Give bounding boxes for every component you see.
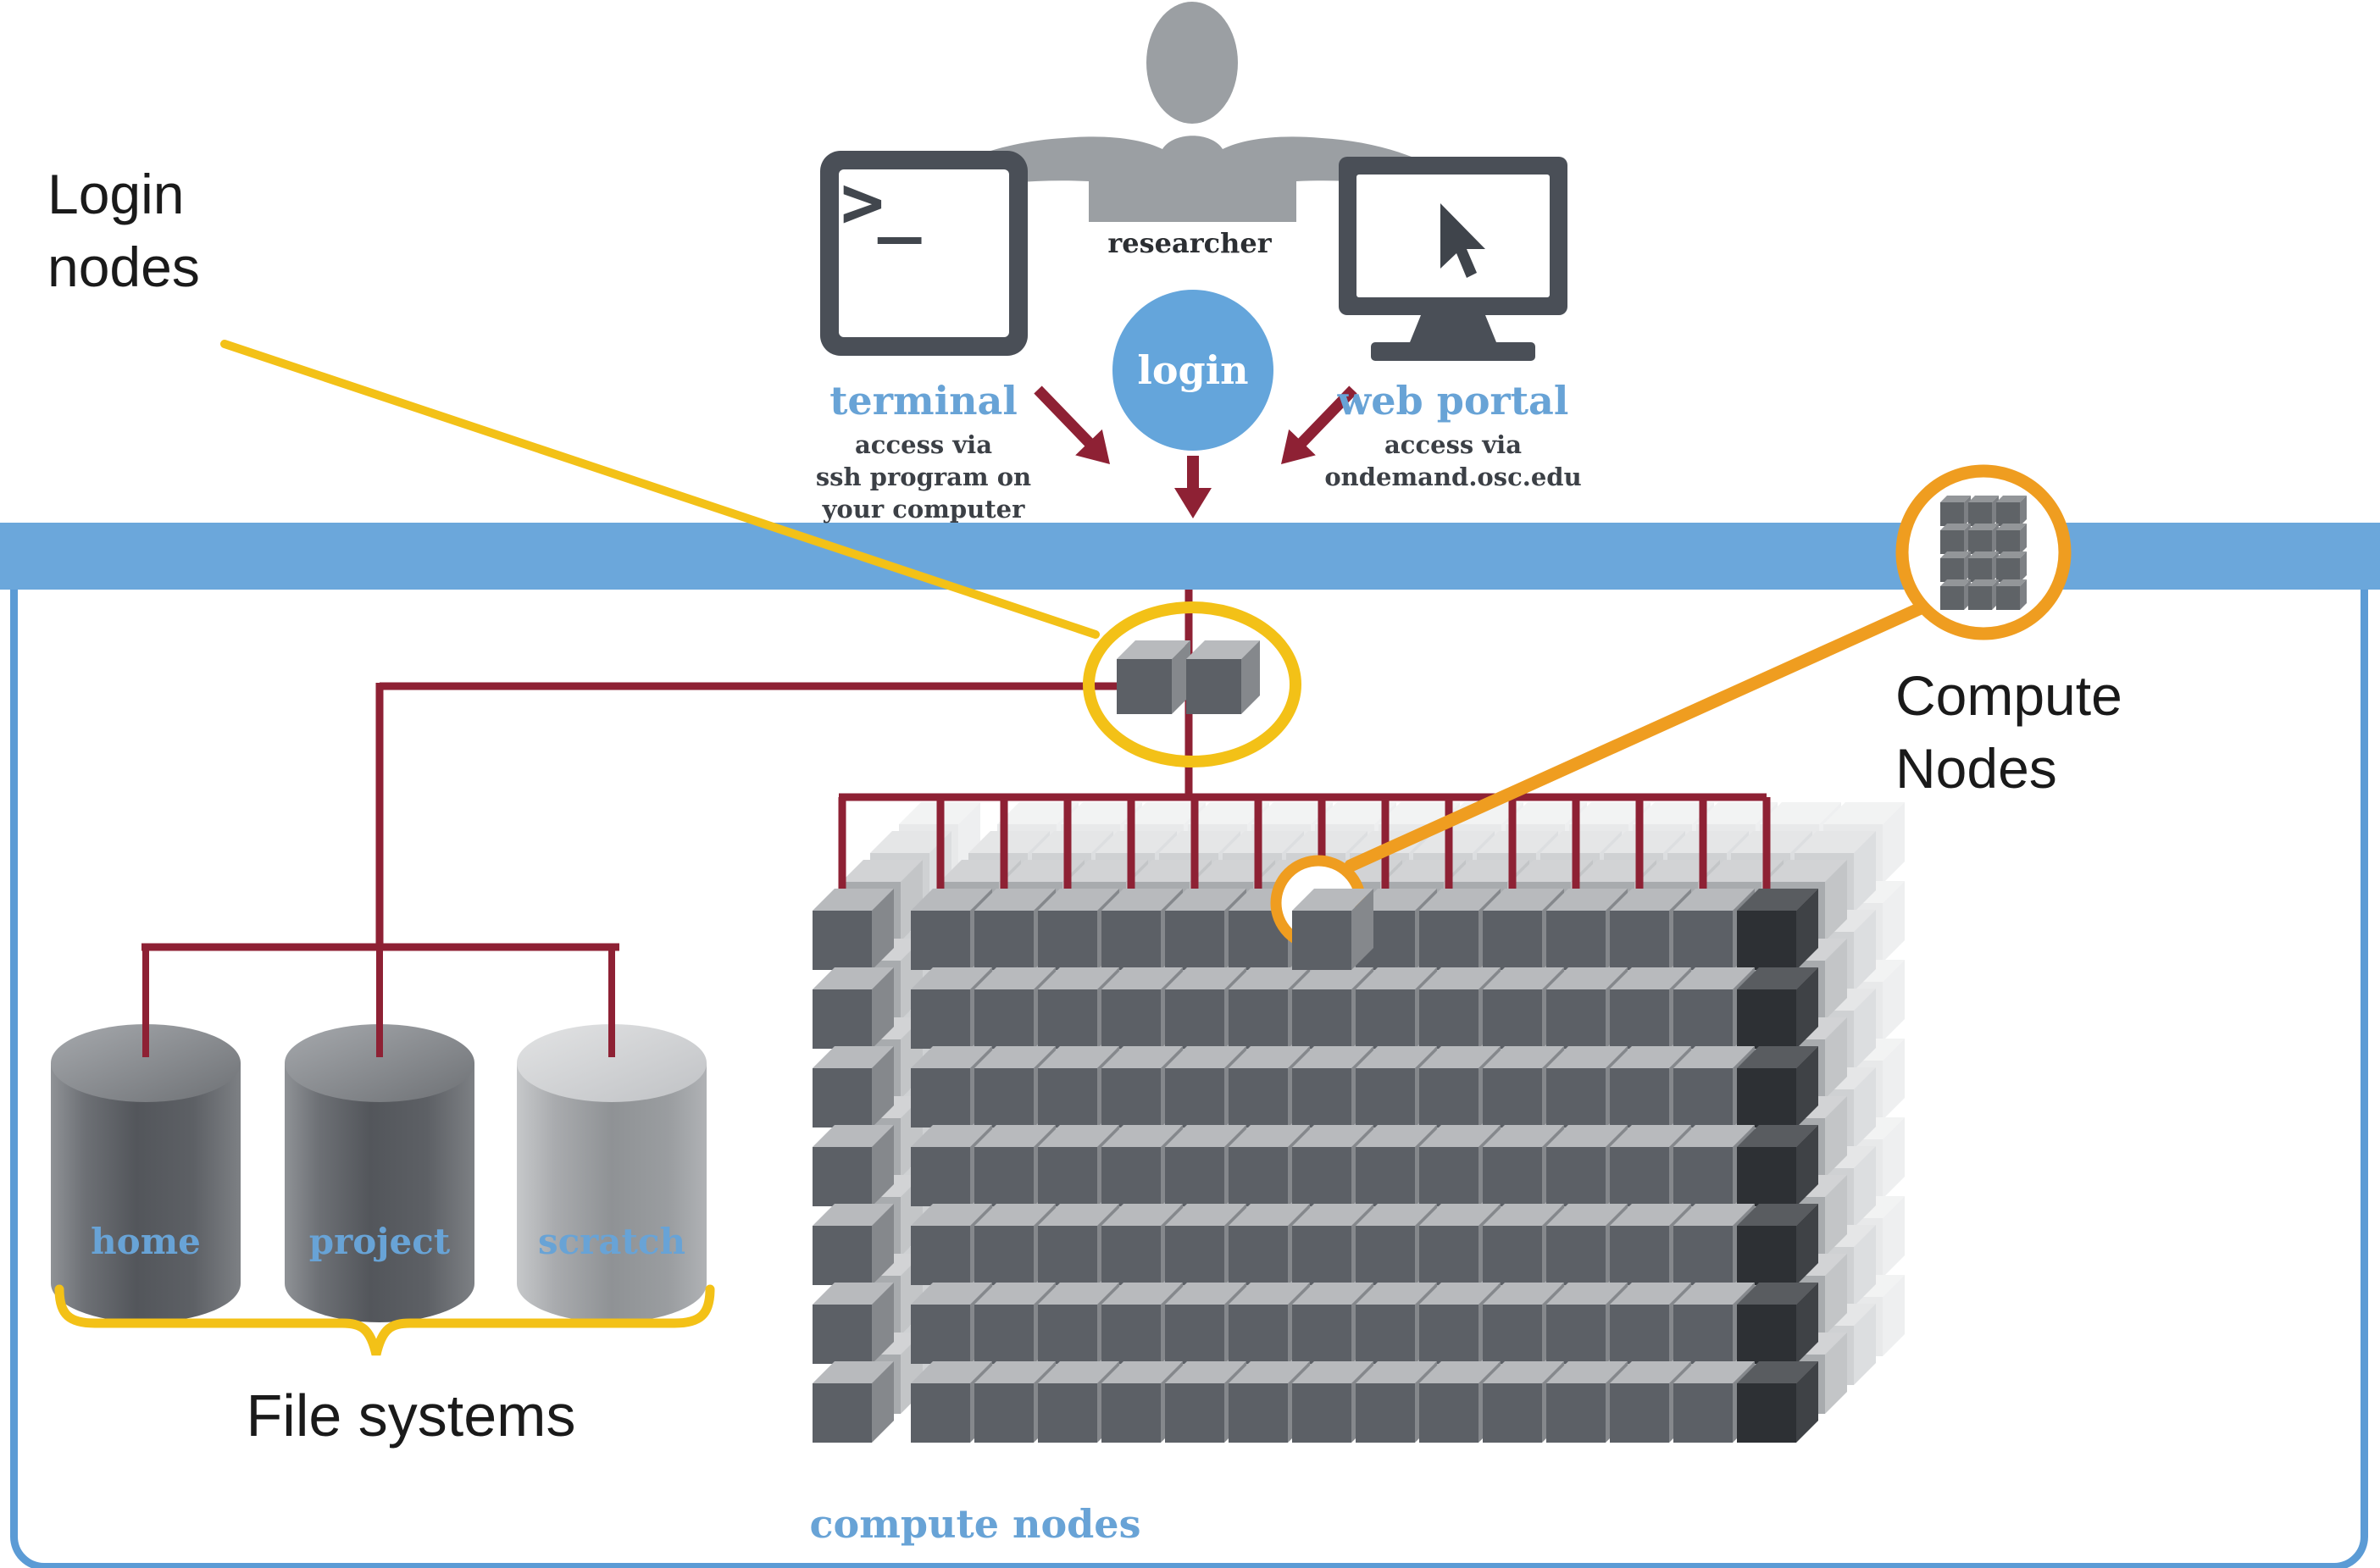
terminal-to-login-arrow xyxy=(1034,385,1110,464)
login-nodes-label: Login nodes xyxy=(47,163,200,298)
login-circle xyxy=(1112,290,1273,451)
file-system-cylinders xyxy=(51,1024,707,1322)
home-storage-label: home xyxy=(91,1221,201,1262)
compute-node-grid xyxy=(813,889,1818,1443)
cursor-icon xyxy=(1440,203,1485,278)
login-nodes-leader-line xyxy=(220,340,1100,639)
highlighted-compute-node xyxy=(1292,889,1373,970)
web-portal-icon xyxy=(1339,157,1567,361)
storage-connection-lines xyxy=(142,944,615,1057)
web-portal-label: web portal xyxy=(1337,378,1569,424)
researcher-label: researcher xyxy=(1107,227,1272,259)
file-systems-label: File systems xyxy=(246,1382,576,1449)
login-node-cubes xyxy=(1117,640,1260,714)
compute-node-leader-line xyxy=(1344,596,1939,873)
compute-nodes-icon xyxy=(1895,464,2072,640)
file-systems-brace xyxy=(54,1284,715,1356)
compute-nodes-label: Compute Nodes xyxy=(1895,664,2122,800)
scratch-storage-label: scratch xyxy=(537,1221,686,1262)
terminal-caption: access via ssh program on your computer xyxy=(815,430,1032,524)
interconnect-lines xyxy=(141,590,1771,951)
login-nodes-highlight-circle xyxy=(1083,601,1301,767)
login-circle-label: login xyxy=(1137,347,1249,393)
web-portal-caption: access via ondemand.osc.edu xyxy=(1324,430,1582,491)
webportal-to-login-arrow xyxy=(1281,385,1357,464)
project-storage-label: project xyxy=(308,1221,451,1262)
terminal-prompt: >_ xyxy=(840,160,922,245)
compute-nodes-caption: compute nodes xyxy=(809,1501,1141,1547)
terminal-label: terminal xyxy=(829,378,1018,424)
login-to-cluster-arrow xyxy=(1174,456,1212,518)
terminal-icon xyxy=(820,151,1028,356)
